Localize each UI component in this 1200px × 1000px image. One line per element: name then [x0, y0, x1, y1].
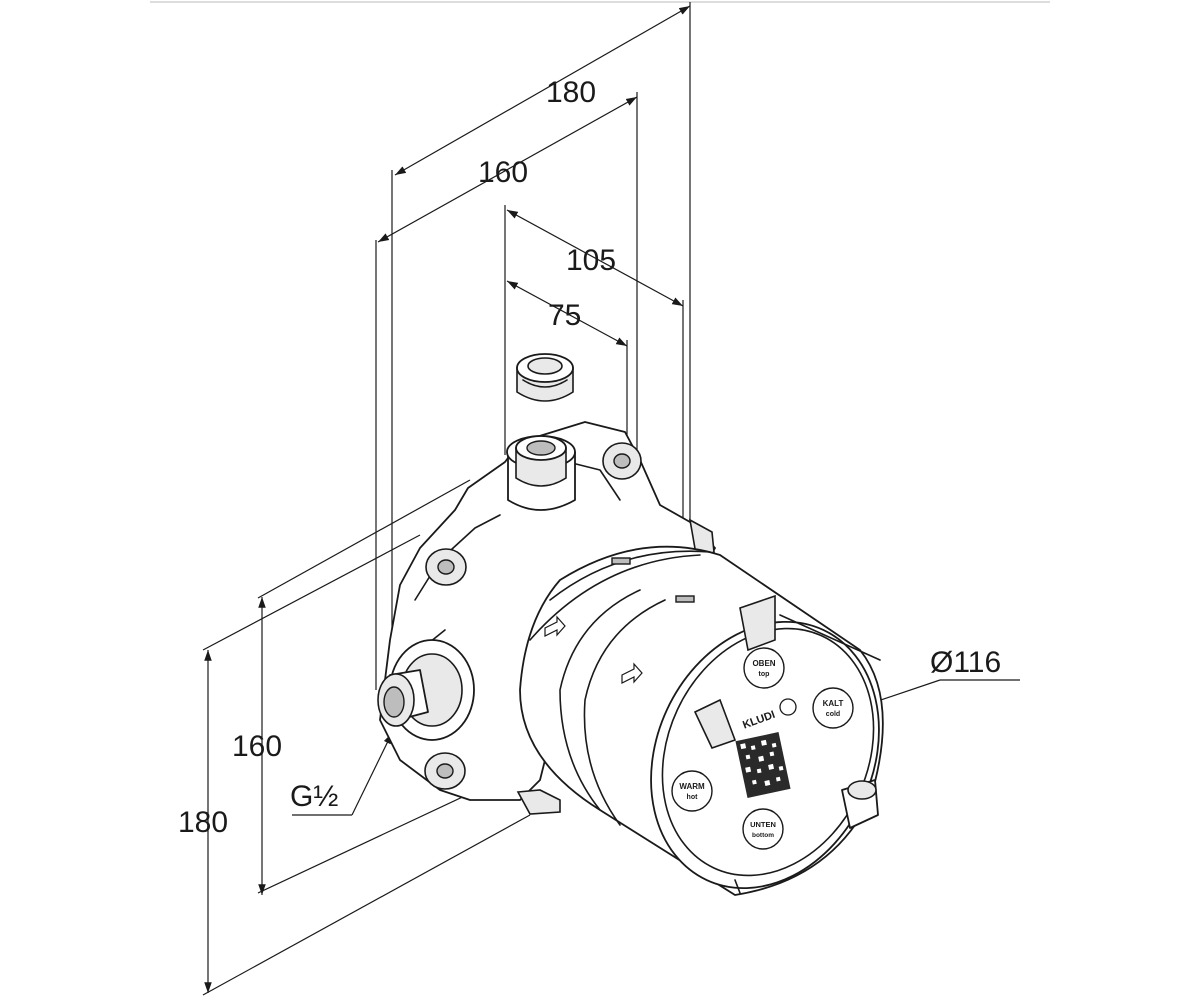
label-oben: OBEN [752, 659, 775, 668]
label-unten: UNTEN [750, 820, 776, 829]
qr-code [735, 732, 791, 798]
dimension-labels: 180 160 105 75 160 180 Ø116 G½ [178, 76, 1001, 839]
label-hot: hot [687, 794, 699, 801]
dim-diameter: Ø116 [930, 646, 1001, 679]
label-warm: WARM [679, 782, 705, 791]
label-top: top [759, 671, 770, 678]
top-port [506, 435, 576, 511]
dim-height-inner: 160 [232, 730, 282, 763]
dim-offset-105: 105 [566, 244, 616, 277]
dimension-lines [202, 2, 1020, 996]
dim-width-inner: 160 [478, 156, 528, 189]
dim-offset-75: 75 [548, 299, 581, 332]
label-bottom: bottom [752, 832, 774, 839]
left-port [377, 639, 475, 741]
label-kalt: KALT [823, 699, 844, 708]
label-cold: cold [826, 711, 840, 718]
brand-mark [779, 698, 797, 716]
dim-width-outer: 180 [546, 76, 596, 109]
dim-height-outer: 180 [178, 806, 228, 839]
dim-thread: G½ [290, 780, 338, 813]
cap-plug [516, 353, 574, 402]
